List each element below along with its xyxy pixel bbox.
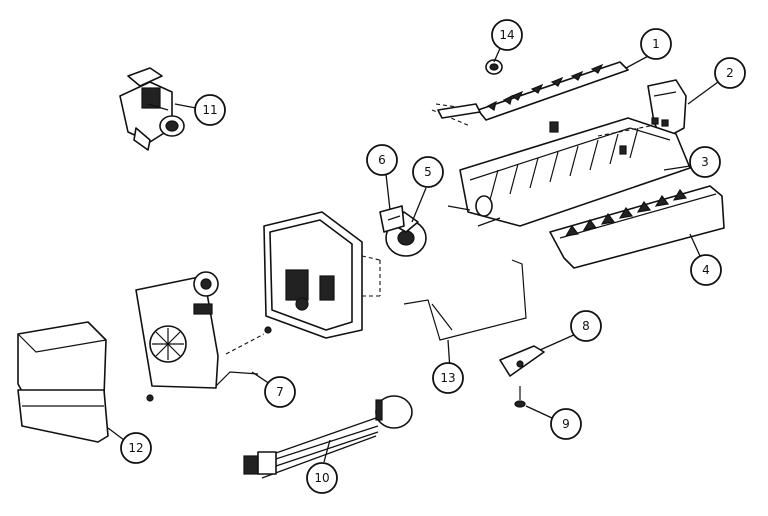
part-motor-plate — [135, 271, 272, 402]
callout-9: 9 — [550, 408, 582, 440]
callout-5: 5 — [412, 156, 444, 188]
callout-label: 1 — [652, 37, 660, 51]
callout-label: 14 — [499, 28, 514, 42]
callout-14: 14 — [491, 19, 523, 51]
callout-label: 5 — [424, 165, 432, 179]
callout-label: 6 — [378, 153, 386, 167]
callout-13: 13 — [432, 362, 464, 394]
callout-label: 2 — [726, 66, 734, 80]
callout-3: 3 — [689, 146, 721, 178]
part-tray — [17, 321, 109, 443]
callout-label: 13 — [440, 371, 455, 385]
part-wire-arm — [403, 259, 527, 341]
callout-label: 4 — [702, 263, 710, 277]
callout-label: 8 — [582, 319, 590, 333]
callout-6: 6 — [366, 144, 398, 176]
callout-2: 2 — [714, 57, 746, 89]
part-housing — [263, 211, 381, 339]
callout-label: 7 — [276, 385, 284, 399]
part-gear — [485, 59, 503, 75]
part-stripper — [549, 185, 725, 269]
part-lever — [379, 205, 405, 233]
part-screw — [514, 386, 526, 408]
callout-label: 3 — [701, 155, 709, 169]
part-cover — [647, 79, 687, 141]
callout-7: 7 — [264, 376, 296, 408]
callout-8: 8 — [570, 310, 602, 342]
callout-11: 11 — [194, 94, 226, 126]
part-bracket — [499, 345, 545, 377]
part-mold — [447, 117, 691, 227]
callout-label: 11 — [202, 103, 217, 117]
callout-10: 10 — [306, 462, 338, 494]
callout-label: 10 — [314, 471, 329, 485]
callout-label: 9 — [562, 417, 570, 431]
part-ejector — [431, 61, 629, 127]
part-wiring-harness — [243, 395, 413, 479]
part-water-valve — [119, 67, 185, 151]
callout-4: 4 — [690, 254, 722, 286]
callout-1: 1 — [640, 28, 672, 60]
callout-label: 12 — [128, 441, 143, 455]
callout-12: 12 — [120, 432, 152, 464]
